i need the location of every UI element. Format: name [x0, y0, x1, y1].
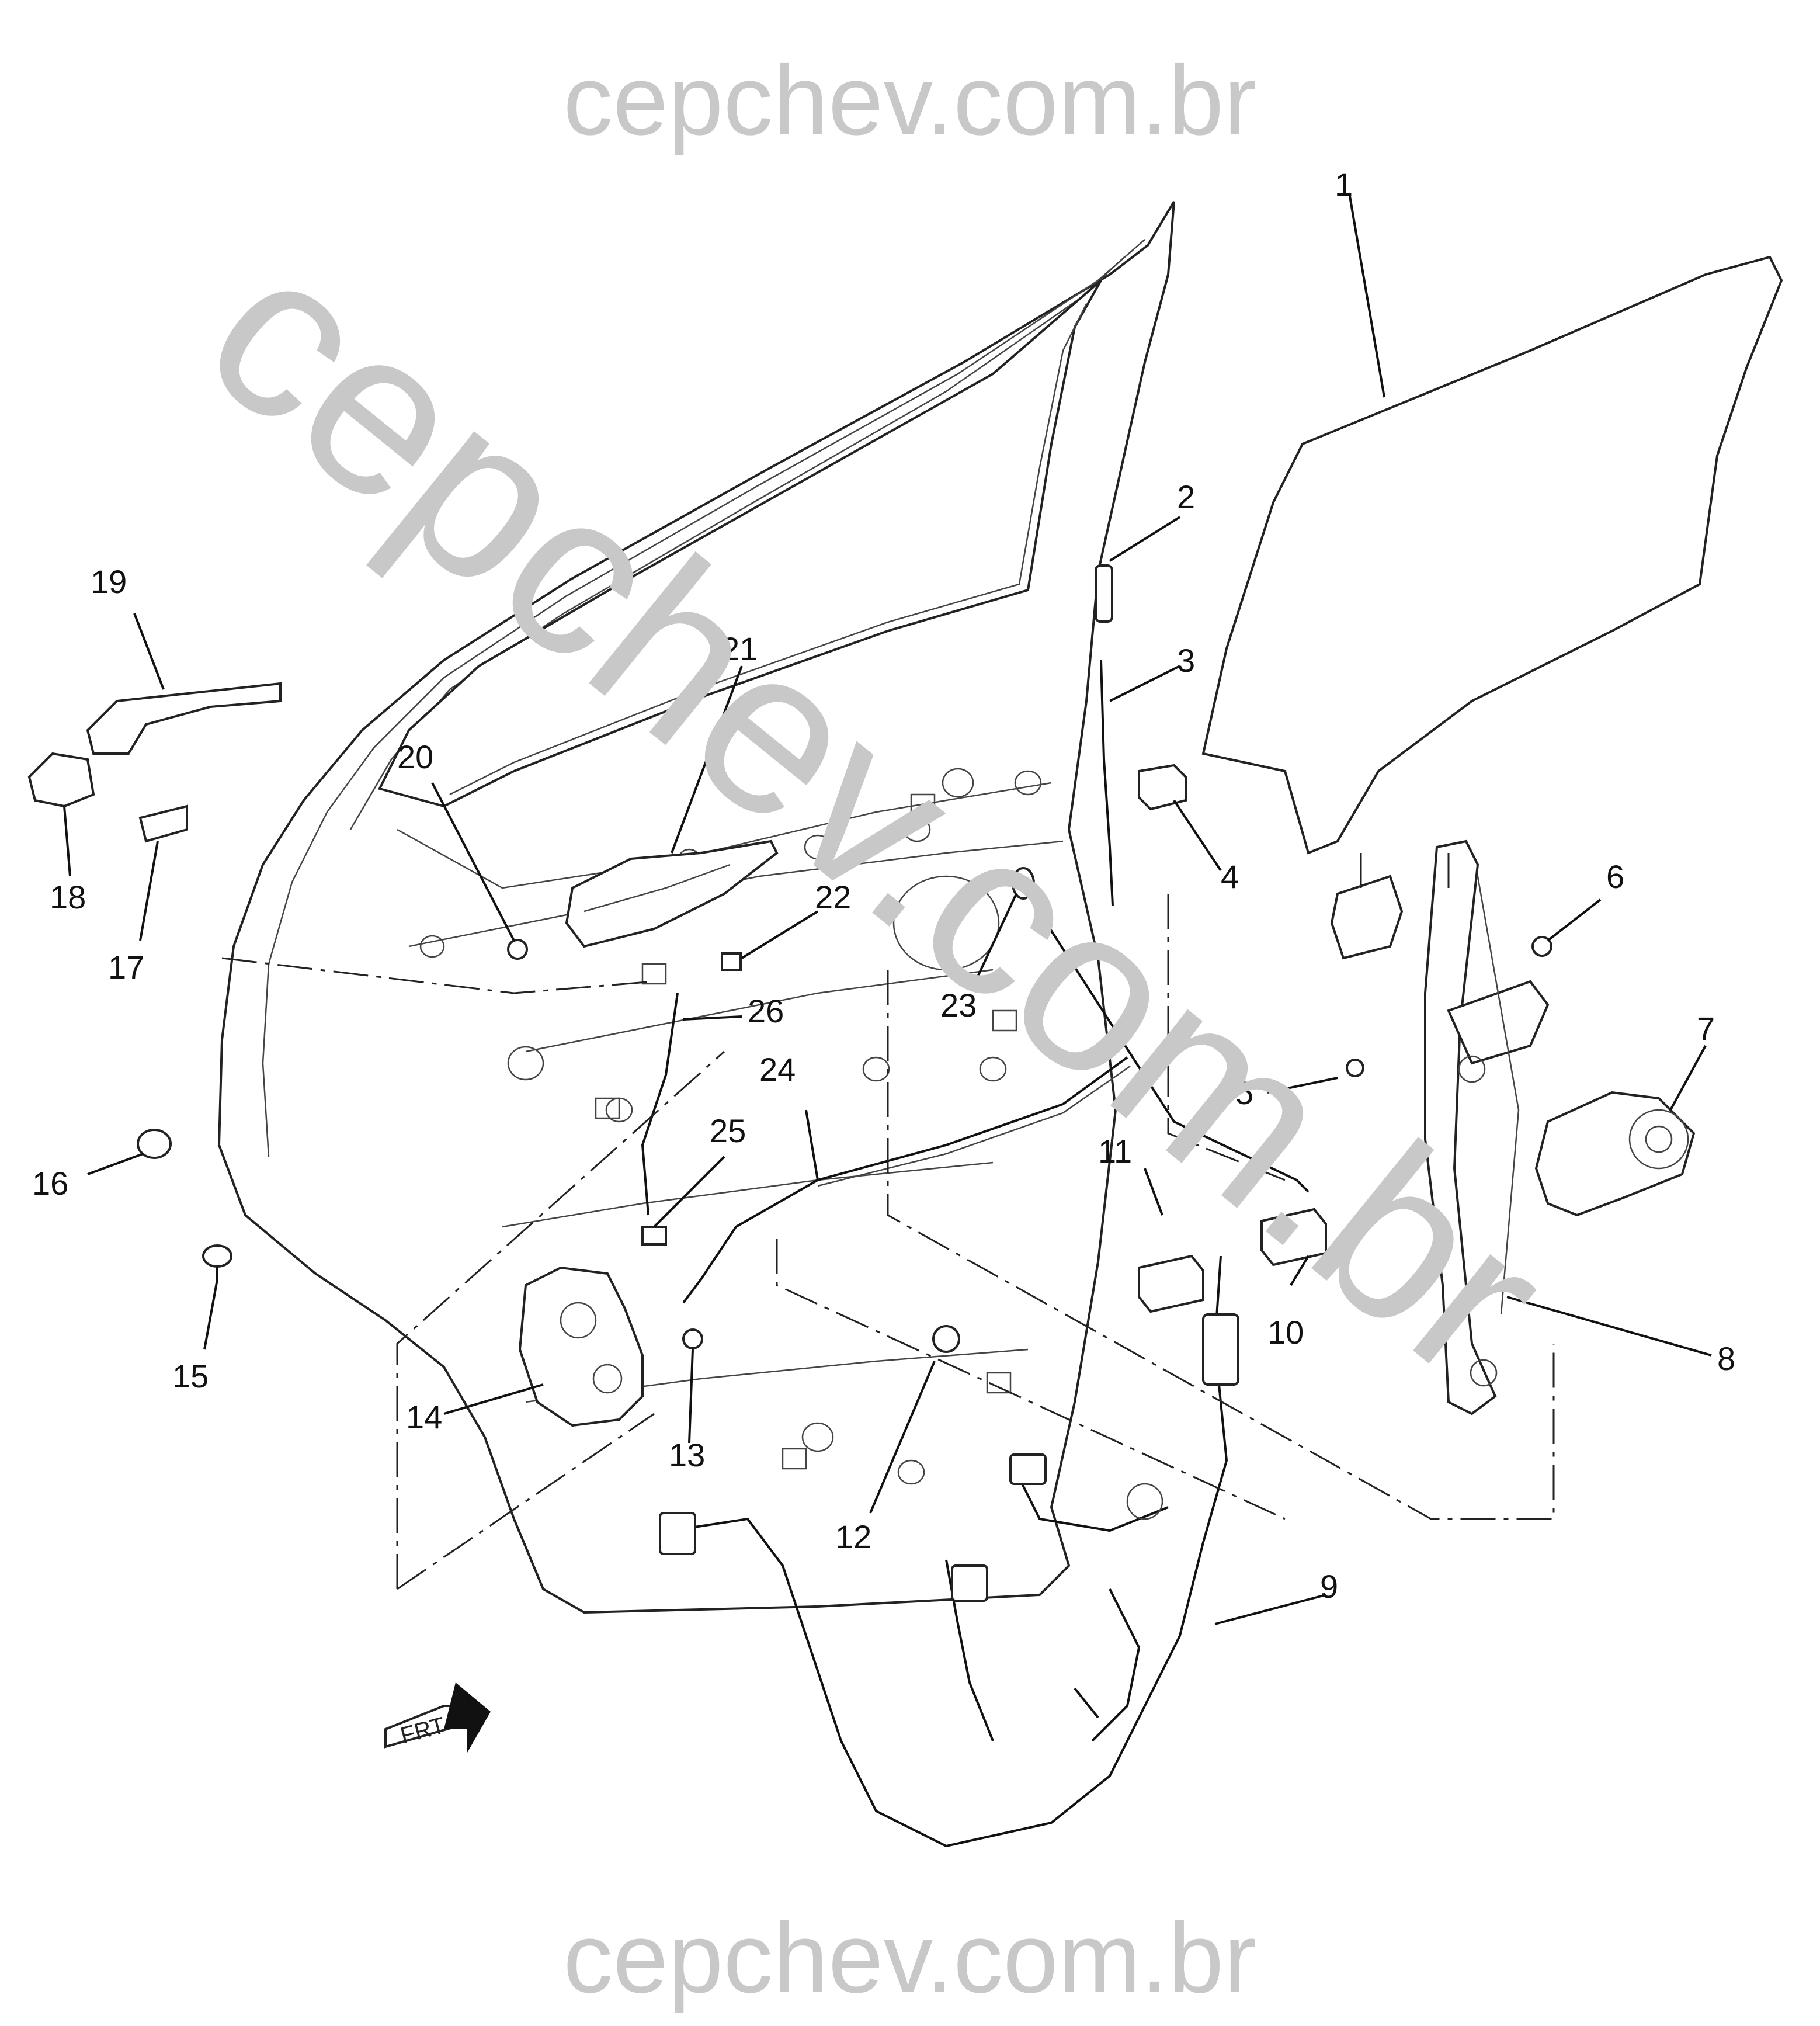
callout-11: 11: [1098, 1133, 1132, 1170]
screw-15: [202, 1244, 232, 1282]
callout-15: 15: [172, 1358, 209, 1394]
clip-25: [641, 1226, 667, 1246]
bolt-5: [1346, 1059, 1364, 1077]
window-regulator: [1330, 839, 1550, 1416]
callout-17: 17: [108, 949, 144, 986]
watermark-top: cepchev.com.br: [563, 45, 1256, 156]
callout-20: 20: [397, 738, 433, 775]
plug-16: [137, 1129, 172, 1159]
grommet-13: [682, 1328, 703, 1349]
clip-23: [1012, 867, 1035, 900]
callout-9: 9: [1320, 1568, 1338, 1605]
callout-19: 19: [91, 563, 127, 600]
callout-5: 5: [1235, 1074, 1253, 1111]
orientation-arrow-icon: [444, 1682, 491, 1753]
clip-22: [721, 952, 742, 971]
orientation-label: FRT: [398, 1712, 448, 1749]
callout-4: 4: [1221, 858, 1239, 895]
bolt-6: [1531, 936, 1552, 957]
callout-16: 16: [32, 1165, 68, 1202]
door-latch-14: [518, 1266, 644, 1427]
callout-3: 3: [1177, 642, 1195, 679]
inside-handle-21: [565, 839, 779, 948]
callout-24: 24: [759, 1051, 796, 1088]
callout-13: 13: [669, 1437, 705, 1473]
grommet-12: [932, 1325, 960, 1353]
callout-2: 2: [1177, 478, 1195, 515]
clip-20: [507, 939, 528, 960]
lock-rod-11: [1015, 875, 1310, 1193]
callout-1: 1: [1335, 166, 1353, 203]
foam-block-10: [1138, 1208, 1327, 1313]
callout-10: 10: [1267, 1314, 1304, 1351]
reference-lines: [221, 853, 1555, 1590]
orientation-badge: FRT: [384, 1682, 491, 1753]
leader-lines: [63, 192, 1712, 1625]
callout-18: 18: [50, 879, 86, 915]
callout-14: 14: [406, 1399, 442, 1435]
handle-bezel-18: [27, 752, 95, 808]
lock-rod-26: [641, 993, 679, 1216]
callout-7: 7: [1697, 1010, 1715, 1047]
callout-6: 6: [1606, 858, 1624, 895]
run-channel-cap: [1095, 564, 1113, 623]
callout-25: 25: [710, 1112, 746, 1149]
outside-handle-19: [86, 682, 282, 755]
watermark-bottom: cepchev.com.br: [563, 1903, 1256, 2014]
window-glass: [1201, 255, 1783, 855]
callout-26: 26: [748, 993, 784, 1029]
callout-8: 8: [1717, 1340, 1735, 1377]
regulator-motor: [1534, 1091, 1696, 1217]
callout-21: 21: [721, 630, 758, 667]
run-channel-rod: [1100, 660, 1114, 906]
callout-12: 12: [835, 1518, 871, 1555]
callout-labels: 1 2 3 4 5 6 7 8 9 10 11 12 13 14 15 16 1…: [32, 166, 1735, 1605]
foam-block-4: [1138, 764, 1187, 811]
callout-22: 22: [815, 879, 851, 915]
callout-23: 23: [940, 987, 977, 1024]
handle-gasket-17: [138, 804, 188, 843]
